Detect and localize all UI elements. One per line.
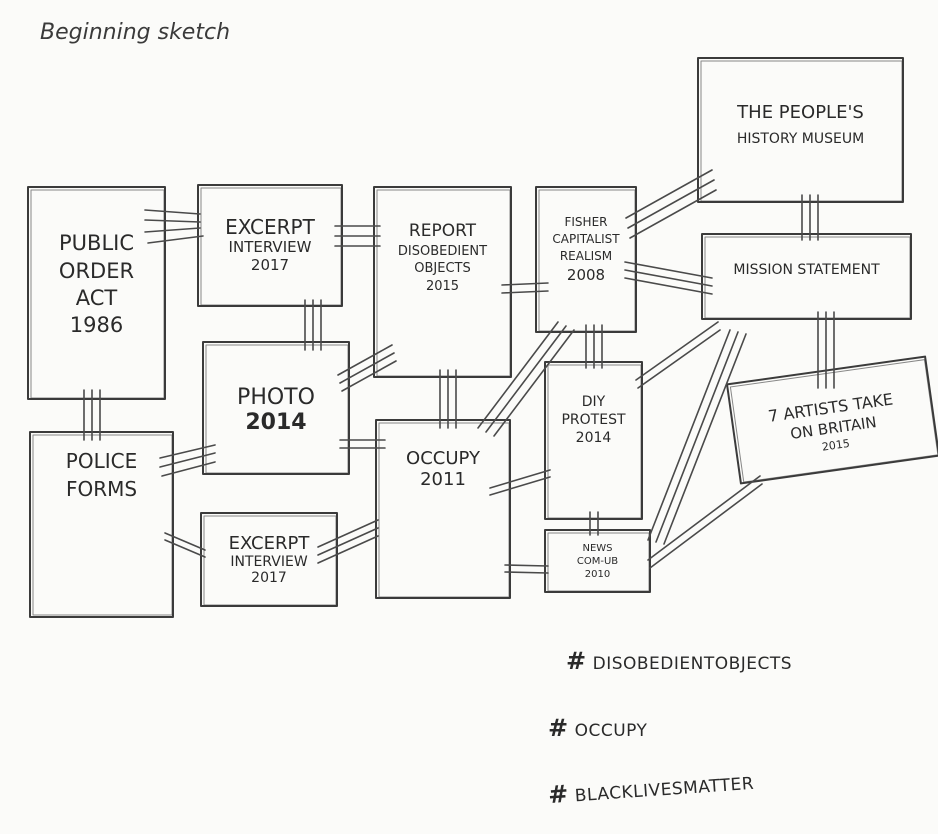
label-excerpt-interview-top: Excerpt Interview 2017 [198,200,342,290]
label-fisher-capitalist-realism: Fisher Capitalist Realism 2008 [536,200,636,300]
hash-symbol: # [548,714,569,742]
hashtag-disobedient-objects: #DisobedientObjects [566,647,793,676]
hashtag-occupy: #Occupy [548,714,648,743]
label-line: Disobedient [397,243,488,259]
connectors [83,169,835,574]
label-line: Objects [414,261,471,277]
label-diy-protest: DIY Protest 2014 [545,380,642,460]
label-line: Com-UB [576,555,619,567]
label-line: 2015 [821,436,851,454]
label-occupy: Occupy 2011 [376,440,510,500]
label-line: 2010 [584,568,611,580]
label-line: 2014 [245,410,307,435]
label-mission-statement: Mission Statement [702,250,911,290]
label-line: 2014 [575,430,612,447]
label-line: 2017 [250,255,290,274]
sketch-note: Beginning sketch [40,20,231,45]
box-occupy [375,419,511,599]
label-line: Order [58,258,135,283]
label-excerpt-interview-bottom: Excerpt Interview 2017 [201,523,337,597]
hashtag-text: DisobedientObjects [592,654,793,674]
label-report-disobedient-objects: Report Disobedient Objects 2015 [374,205,511,310]
label-line: DIY [581,393,606,410]
box-photo [202,341,350,475]
box-excerpt-interview-bottom [200,512,338,607]
label-line: 2017 [251,570,287,587]
label-photo: Photo 2014 [203,375,349,445]
hashtag-text: Occupy [574,721,648,741]
box-report-disobedient-objects [373,186,512,378]
label-line: Capitalist [552,232,620,247]
box-police-forms [29,431,174,618]
label-line: 2008 [566,265,606,284]
box-public-order-act [27,186,166,400]
label-line: Act [75,286,118,310]
label-line: Public [59,231,134,256]
hash-symbol: # [547,779,570,810]
label-news-com-ub: News Com-UB 2010 [545,533,650,589]
label-line: Excerpt [225,215,315,240]
label-line: 2011 [420,469,466,490]
label-line: Police [65,449,138,473]
label-line: Fisher [564,215,608,230]
label-line: Realism [559,248,613,263]
label-line: Protest [561,411,626,428]
label-line: History Museum [736,131,865,148]
label-line: Occupy [406,448,480,470]
label-line: News [582,542,613,554]
label-peoples-history-museum: The People's History Museum [698,85,903,165]
label-line: The People's [737,102,864,124]
label-line: Interview [228,238,312,257]
label-police-forms: Police Forms [30,440,173,510]
hash-symbol: # [566,647,587,675]
label-line: Photo [237,384,315,410]
label-line: Interview [230,554,308,571]
label-line: 2015 [425,278,460,294]
label-line: Excerpt [228,532,310,554]
label-line: Forms [65,477,138,501]
label-public-order-act: Public Order Act 1986 [28,210,165,360]
label-line: Report [408,220,477,241]
label-line: Mission Statement [733,261,880,278]
label-line: 1986 [69,313,124,338]
